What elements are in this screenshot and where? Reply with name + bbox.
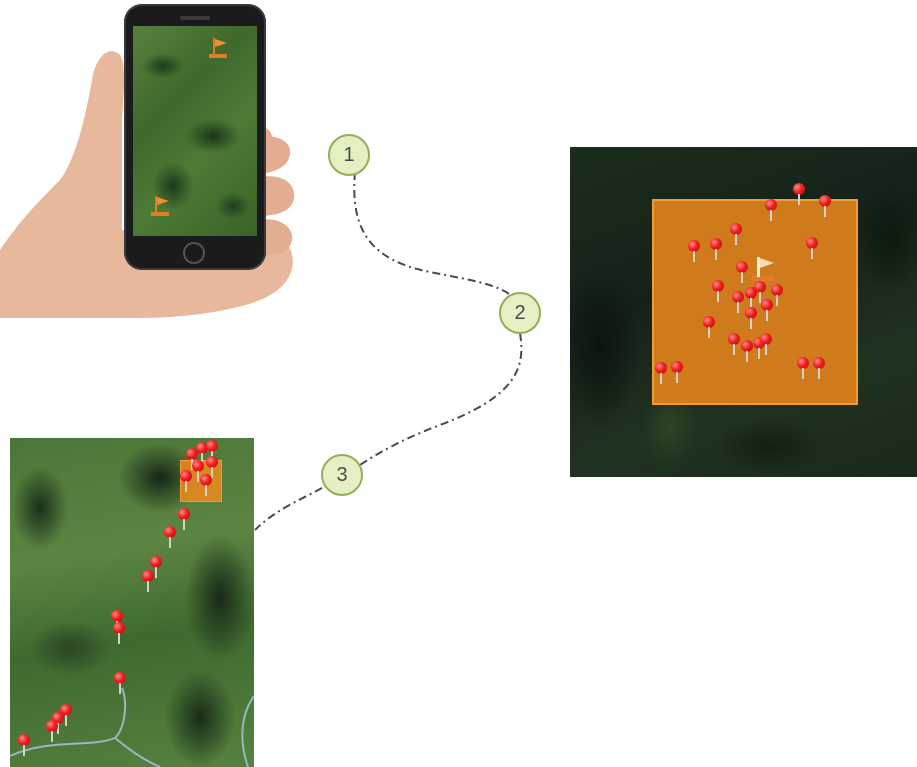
map-pin-icon xyxy=(114,672,126,694)
flag-marker-icon xyxy=(209,38,227,58)
trail-lines xyxy=(10,687,254,767)
map-pin-icon xyxy=(180,470,192,492)
smartphone-icon xyxy=(124,4,266,270)
map-pin-icon xyxy=(806,237,818,259)
map-pin-icon xyxy=(730,223,742,245)
step-3-circle: 3 xyxy=(321,454,363,496)
map-pin-icon xyxy=(164,526,176,548)
map-pin-icon xyxy=(793,183,805,205)
map-pin-icon xyxy=(60,704,72,726)
map-pin-icon xyxy=(819,195,831,217)
map-pin-icon xyxy=(655,362,667,384)
map-pin-icon xyxy=(732,291,744,313)
map-pin-icon xyxy=(712,280,724,302)
phone-home-button xyxy=(183,242,205,264)
phone-speaker xyxy=(180,16,210,20)
phone-screen-map xyxy=(133,26,257,236)
zoomed-zone-map xyxy=(570,147,917,477)
map-pin-icon xyxy=(178,508,190,530)
map-pin-icon xyxy=(797,357,809,379)
map-pin-icon xyxy=(703,316,715,338)
map-pin-icon xyxy=(710,238,722,260)
map-pin-icon xyxy=(671,361,683,383)
map-pin-icon xyxy=(18,734,30,756)
map-pin-icon xyxy=(771,284,783,306)
map-pin-icon xyxy=(688,240,700,262)
flag-marker-icon xyxy=(752,257,774,281)
map-pin-icon xyxy=(728,333,740,355)
map-pin-icon xyxy=(745,307,757,329)
map-pin-icon xyxy=(142,570,154,592)
map-pin-icon xyxy=(765,199,777,221)
map-pin-icon xyxy=(192,460,204,482)
flag-marker-icon xyxy=(151,196,169,216)
map-pin-icon xyxy=(813,357,825,379)
map-pin-icon xyxy=(46,720,58,742)
step-1-circle: 1 xyxy=(328,134,370,176)
map-pin-icon xyxy=(760,333,772,355)
map-pin-icon xyxy=(200,474,212,496)
map-pin-icon xyxy=(113,622,125,644)
map-pin-icon xyxy=(150,556,162,578)
map-pin-icon xyxy=(196,442,208,464)
map-pin-icon xyxy=(761,299,773,321)
phone-in-hand-illustration xyxy=(0,0,300,318)
overview-trail-map xyxy=(10,438,254,767)
map-pin-icon xyxy=(736,261,748,283)
map-pin-icon xyxy=(754,281,766,303)
map-pin-icon xyxy=(206,456,218,478)
target-zone xyxy=(652,199,858,405)
step-2-circle: 2 xyxy=(499,292,541,334)
map-pin-icon xyxy=(741,340,753,362)
